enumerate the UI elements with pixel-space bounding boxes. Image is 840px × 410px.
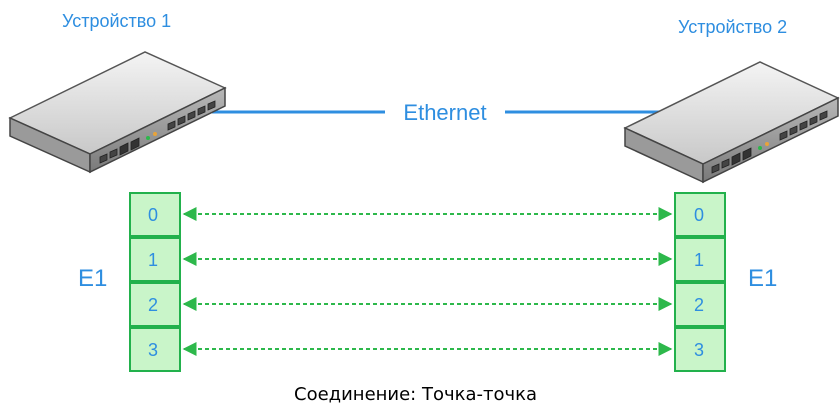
e1-right-channel-1 <box>674 237 726 282</box>
e1-right-channel-2-label: 2 <box>694 295 704 315</box>
e1-left-channel-2-label: 2 <box>148 295 158 315</box>
e1-right-channel-3 <box>674 327 726 372</box>
device-2-switch-icon <box>623 61 840 184</box>
device-2-label: Устройство 2 <box>678 17 788 37</box>
e1-left-channel-3-label: 3 <box>148 340 158 360</box>
e1-left-channel-1 <box>129 237 181 282</box>
ethernet-label: Ethernet <box>403 100 486 125</box>
e1-left-channels: 0 1 2 3 <box>129 192 181 372</box>
device-1-switch-icon <box>8 51 227 174</box>
e1-right-channel-0-label: 0 <box>694 205 704 225</box>
e1-right-channels: 0 1 2 3 <box>674 192 726 372</box>
e1-left-channel-0-label: 0 <box>148 205 158 225</box>
e1-left-channel-2 <box>129 282 181 327</box>
e1-left-channel-0 <box>129 192 181 237</box>
diagram-caption: Соединение: Точка-точка <box>294 384 538 405</box>
e1-left-label: E1 <box>78 265 108 292</box>
e1-right-channel-3-label: 3 <box>694 340 704 360</box>
device-1-label: Устройство 1 <box>62 11 172 31</box>
e1-left-channel-1-label: 1 <box>148 250 158 270</box>
e1-right-channel-2 <box>674 282 726 327</box>
e1-right-channel-0 <box>674 192 726 237</box>
e1-right-label: E1 <box>748 265 778 292</box>
e1-left-channel-3 <box>129 327 181 372</box>
e1-right-channel-1-label: 1 <box>694 250 704 270</box>
